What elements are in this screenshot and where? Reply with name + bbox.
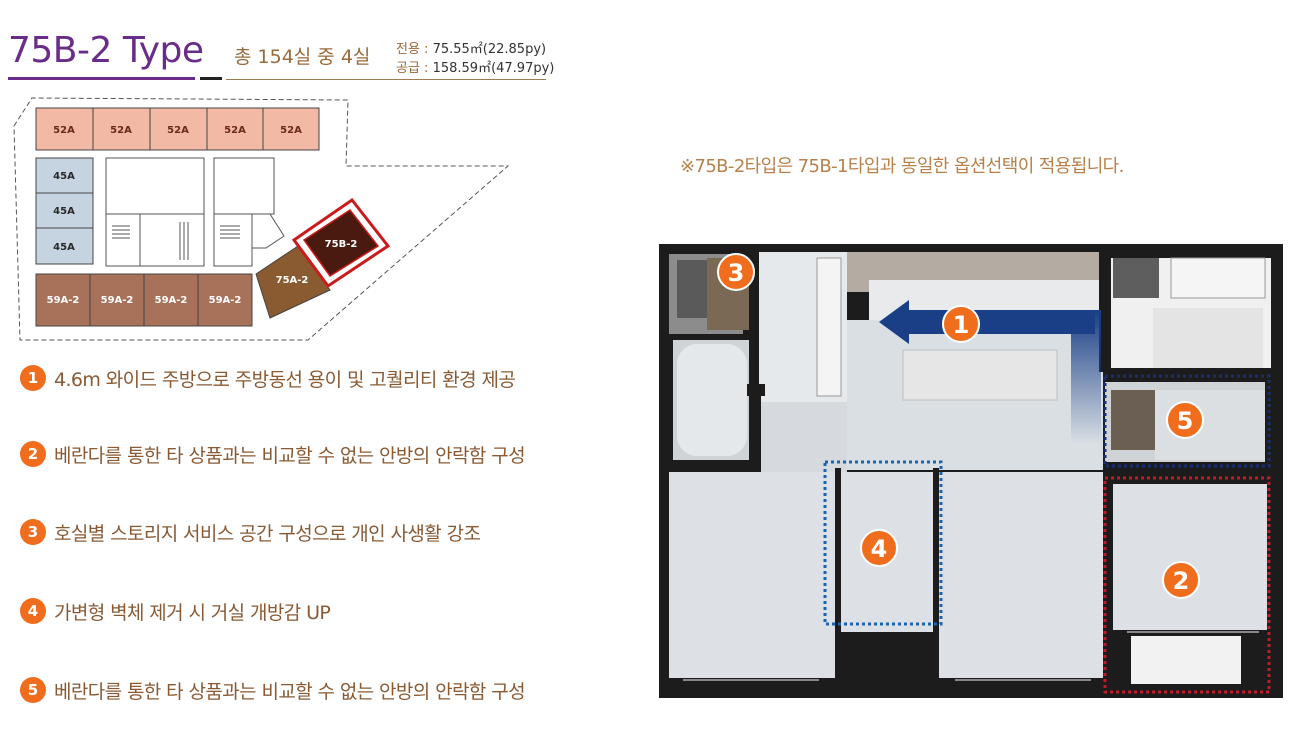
unit-label-59a2: 59A-2 (101, 295, 134, 306)
unit-label-45a: 45A (53, 242, 75, 253)
marker-2: 2 (1162, 561, 1200, 599)
svg-text:2: 2 (1173, 567, 1190, 595)
option-box-2 (1103, 476, 1271, 694)
building-outline (13, 97, 510, 341)
unit-52a[interactable] (206, 107, 264, 151)
option-note: ※75B-2타입은 75B-1타입과 동일한 옵션선택이 적용됩니다. (680, 156, 1124, 177)
feature-number-badge: 3 (20, 519, 46, 545)
feature-item: 4 가변형 벽체 제거 시 거실 개방감 UP (20, 596, 331, 626)
unit-label-52a: 52A (53, 125, 75, 136)
unit-label-59a2: 59A-2 (47, 295, 80, 306)
feature-number-badge: 1 (20, 365, 46, 391)
feature-item: 5 베란다를 통한 타 상품과는 비교할 수 없는 안방의 안락함 구성 (20, 675, 526, 705)
floor-plan: 1 2 3 4 5 (659, 244, 1283, 698)
feature-text: 호실별 스토리지 서비스 공간 구성으로 개인 사생활 강조 (54, 522, 481, 545)
unit-label-59a2: 59A-2 (155, 295, 188, 306)
units-45a-column: 45A 45A 45A (35, 157, 94, 265)
supply-area: 공급 : 158.59㎡(47.97py) (396, 57, 554, 76)
unit-59a2[interactable] (35, 273, 91, 327)
header-rule (226, 79, 546, 80)
unit-label-75b2: 75B-2 (325, 239, 358, 250)
svg-text:4: 4 (871, 535, 888, 563)
title-underline (8, 77, 195, 80)
unit-45a[interactable] (35, 227, 94, 265)
kitchen-flow-arrow (879, 300, 1101, 444)
svg-text:5: 5 (1177, 407, 1194, 435)
feature-text: 베란다를 통한 타 상품과는 비교할 수 없는 안방의 안락함 구성 (54, 680, 526, 703)
feature-text: 4.6m 와이드 주방으로 주방동선 용이 및 고퀄리티 환경 제공 (54, 368, 516, 391)
unit-59a2[interactable] (143, 273, 199, 327)
units-52a-row: 52A 52A 52A 52A 52A (35, 107, 320, 151)
unit-75b2[interactable] (302, 208, 380, 278)
page-title: 75B-2 Type (8, 30, 204, 71)
unit-75a2[interactable] (255, 245, 331, 319)
feature-text: 가변형 벽체 제거 시 거실 개방감 UP (54, 601, 331, 624)
site-plan: 52A 52A 52A 52A 52A 45A 45A 45A (13, 97, 510, 341)
net-area: 전용 : 75.55㎡(22.85py) (396, 38, 546, 57)
unit-52a[interactable] (92, 107, 151, 151)
feature-number-badge: 5 (20, 677, 46, 703)
building-core (105, 157, 285, 267)
unit-label-52a: 52A (110, 125, 132, 136)
interior-walls (669, 252, 1271, 698)
title-dash (200, 77, 222, 80)
unit-label-52a: 52A (280, 125, 302, 136)
unit-label-45a: 45A (53, 171, 75, 182)
svg-text:3: 3 (728, 259, 745, 287)
windows (683, 631, 1259, 681)
feature-number-badge: 4 (20, 598, 46, 624)
marker-4: 4 (860, 529, 898, 567)
option-box-5 (1103, 374, 1271, 468)
unit-52a[interactable] (262, 107, 320, 151)
room-count: 총 154실 중 4실 (234, 46, 371, 68)
unit-label-75a2: 75A-2 (276, 275, 309, 286)
unit-45a[interactable] (35, 192, 94, 229)
supply-area-value: 158.59㎡(47.97py) (432, 61, 555, 76)
unit-59a2[interactable] (197, 273, 253, 327)
unit-52a[interactable] (35, 107, 94, 151)
floor-areas (669, 252, 1271, 684)
feature-text: 베란다를 통한 타 상품과는 비교할 수 없는 안방의 안락함 구성 (54, 444, 526, 467)
supply-area-label: 공급 : (396, 61, 433, 76)
option-box-4 (823, 460, 943, 626)
marker-5: 5 (1166, 401, 1204, 439)
unit-label-52a: 52A (167, 125, 189, 136)
feature-item: 3 호실별 스토리지 서비스 공간 구성으로 개인 사생활 강조 (20, 517, 481, 547)
unit-label-59a2: 59A-2 (209, 295, 242, 306)
net-area-value: 75.55㎡(22.85py) (432, 42, 547, 57)
svg-text:1: 1 (953, 311, 970, 339)
unit-52a[interactable] (149, 107, 208, 151)
feature-item: 2 베란다를 통한 타 상품과는 비교할 수 없는 안방의 안락함 구성 (20, 439, 526, 469)
marker-3: 3 (717, 253, 755, 291)
unit-59a2[interactable] (89, 273, 145, 327)
unit-label-45a: 45A (53, 206, 75, 217)
unit-label-52a: 52A (224, 125, 246, 136)
feature-number-badge: 2 (20, 441, 46, 467)
net-area-label: 전용 : (396, 42, 433, 57)
units-59a2-row: 59A-2 59A-2 59A-2 59A-2 (35, 273, 253, 327)
feature-item: 1 4.6m 와이드 주방으로 주방동선 용이 및 고퀄리티 환경 제공 (20, 363, 516, 393)
unit-45a[interactable] (35, 157, 94, 194)
marker-1: 1 (942, 305, 980, 343)
